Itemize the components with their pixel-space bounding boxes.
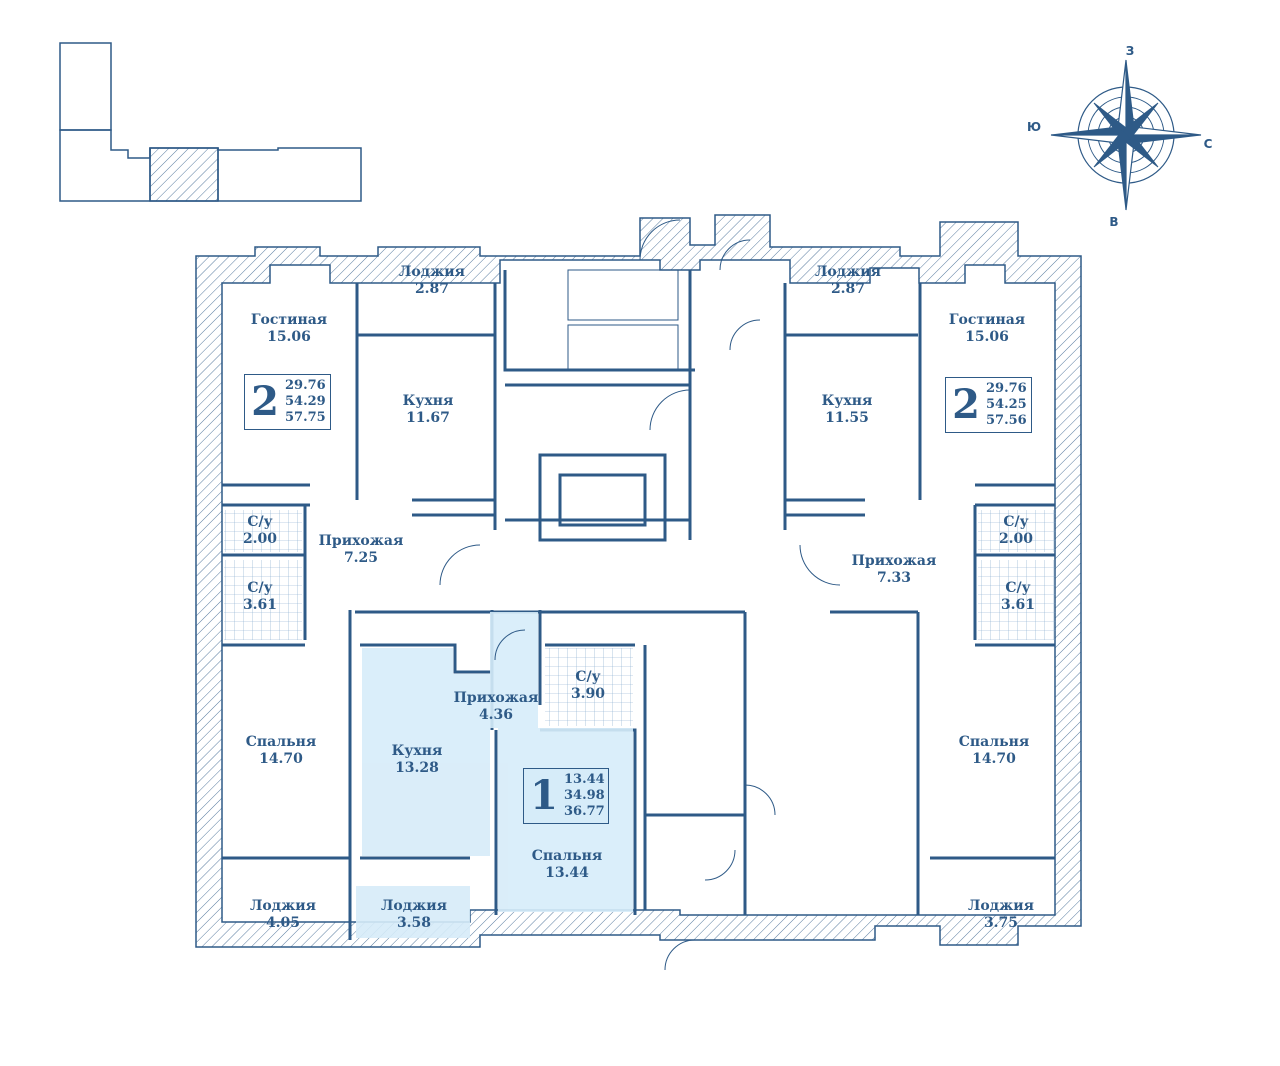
total-area: 54.29 <box>285 394 326 409</box>
living-area: 29.76 <box>986 381 1027 396</box>
stairs <box>567 269 679 371</box>
living-area: 13.44 <box>564 772 605 787</box>
apartment-badge-right[interactable]: 2 29.76 54.25 57.56 <box>945 377 1032 433</box>
doors <box>439 219 841 971</box>
living-area: 29.76 <box>285 378 326 393</box>
compass-rose-icon <box>1050 59 1202 211</box>
compass-south-label: В <box>1109 215 1119 229</box>
partitions <box>222 270 1055 940</box>
total-area-with-loggia: 57.56 <box>986 413 1027 428</box>
compass-east-label: С <box>1203 137 1213 151</box>
total-area-with-loggia: 57.75 <box>285 410 326 425</box>
total-area: 34.98 <box>564 788 605 803</box>
building-walls <box>195 214 1082 948</box>
apartment-badge-left[interactable]: 2 29.76 54.29 57.75 <box>244 374 331 430</box>
total-area: 54.25 <box>986 397 1027 412</box>
rooms-count: 1 <box>530 772 558 819</box>
compass-north-label: З <box>1125 44 1135 58</box>
apartment-badge-center[interactable]: 1 13.44 34.98 36.77 <box>523 768 609 824</box>
total-area-with-loggia: 36.77 <box>564 804 605 819</box>
rooms-count: 2 <box>251 378 279 425</box>
compass-west-label: Ю <box>1026 120 1042 134</box>
highlight-apartment <box>356 612 633 938</box>
key-plan <box>59 42 362 202</box>
bathroom-tiles <box>224 510 1056 726</box>
rooms-count: 2 <box>952 381 980 428</box>
